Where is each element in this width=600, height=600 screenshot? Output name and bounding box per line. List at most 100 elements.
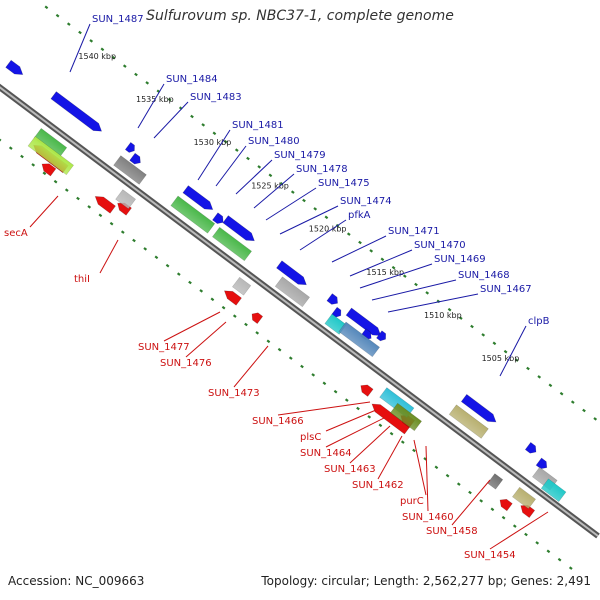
gene-label-reverse[interactable]: SUN_1473: [208, 388, 260, 399]
tick-dot: [447, 307, 452, 312]
tick-dot: [89, 39, 94, 43]
forward-gene-arrow[interactable]: [276, 260, 310, 289]
reverse-gene-arrow[interactable]: [93, 193, 116, 214]
gene-label-forward[interactable]: SUN_1470: [414, 240, 466, 251]
gene-label-forward[interactable]: SUN_1481: [232, 120, 284, 131]
gene-label-forward[interactable]: SUN_1471: [388, 226, 440, 237]
gene-label-reverse[interactable]: SUN_1466: [252, 416, 304, 427]
gene-label-reverse[interactable]: plsC: [300, 432, 321, 443]
tick-dot: [537, 375, 542, 379]
tick-dot: [234, 148, 239, 152]
forward-gene-arrow[interactable]: [460, 393, 498, 425]
reverse-gene-arrow[interactable]: [39, 160, 57, 177]
label-leader: [69, 23, 91, 73]
forward-gene-arrow[interactable]: [182, 185, 216, 214]
label-leader: [325, 409, 377, 432]
forward-gene-arrow[interactable]: [524, 441, 538, 455]
forward-gene-arrow[interactable]: [222, 215, 257, 245]
label-leader: [387, 293, 479, 313]
gene-label-reverse[interactable]: secA: [4, 228, 28, 239]
label-leader: [451, 479, 491, 526]
tick-label: 1530 kbp: [194, 138, 232, 147]
tick-dot: [490, 507, 495, 512]
gene-label-reverse[interactable]: SUN_1462: [352, 480, 404, 491]
gene-label-forward[interactable]: SUN_1478: [296, 164, 348, 175]
label-leader: [279, 205, 339, 235]
tick-dot: [470, 324, 474, 329]
tick-dot: [111, 55, 116, 60]
forward-gene-arrow[interactable]: [376, 330, 389, 343]
forward-gene-arrow[interactable]: [535, 457, 549, 471]
gene-label-forward[interactable]: SUN_1479: [274, 150, 326, 161]
forward-gene-arrow[interactable]: [326, 293, 340, 307]
gene-label-reverse[interactable]: purC: [400, 496, 424, 507]
tick-dot: [55, 13, 60, 18]
tick-dot: [66, 22, 71, 26]
tick-dot: [311, 373, 316, 377]
tick-dot: [288, 356, 293, 360]
tick-dot: [380, 257, 385, 262]
reverse-gene-arrow[interactable]: [497, 496, 513, 512]
reverse-gene-arrow[interactable]: [222, 287, 242, 306]
tick-dot: [31, 163, 36, 167]
tick-dot: [165, 263, 170, 268]
backbone-highlight: [0, 86, 599, 537]
feature-bar: [338, 321, 380, 358]
tick-dot: [244, 322, 248, 327]
label-leader: [235, 159, 273, 195]
gene-label-reverse[interactable]: SUN_1477: [138, 342, 190, 353]
gene-label-reverse[interactable]: SUN_1464: [300, 448, 352, 459]
gene-label-forward[interactable]: SUN_1468: [458, 270, 510, 281]
tick-dot: [76, 196, 80, 201]
tick-dot: [391, 265, 396, 270]
forward-gene-arrow[interactable]: [124, 141, 137, 154]
tick-dot: [44, 5, 49, 10]
label-leader: [489, 511, 549, 550]
tick-dot: [154, 255, 159, 260]
gene-label-reverse[interactable]: SUN_1458: [426, 526, 478, 537]
tick-dot: [344, 398, 349, 402]
gene-label-forward[interactable]: clpB: [528, 316, 550, 327]
tick-dot: [255, 331, 260, 335]
tick-label: 1510 kbp: [424, 311, 462, 320]
gene-label-reverse[interactable]: SUN_1476: [160, 358, 212, 369]
tick-dot: [557, 557, 562, 562]
feature-bar: [27, 136, 74, 176]
forward-gene-arrow[interactable]: [331, 306, 344, 319]
forward-gene-arrow[interactable]: [50, 91, 104, 135]
gene-label-forward[interactable]: SUN_1484: [166, 74, 218, 85]
tick-dot: [526, 366, 530, 371]
label-leader: [29, 195, 59, 228]
tick-dot: [98, 213, 103, 218]
gene-label-reverse[interactable]: SUN_1454: [464, 550, 516, 561]
gene-label-forward[interactable]: SUN_1487: [92, 14, 144, 25]
gene-label-reverse[interactable]: thiI: [74, 274, 90, 285]
forward-gene-arrow[interactable]: [129, 152, 143, 166]
gene-label-reverse[interactable]: SUN_1460: [402, 512, 454, 523]
tick-dot: [223, 139, 228, 144]
tick-label: 1525 kbp: [251, 181, 289, 190]
tick-dot: [277, 347, 282, 352]
page-title: Sulfurovum sp. NBC37-1, complete genome: [146, 8, 454, 24]
gene-label-forward[interactable]: SUN_1475: [318, 178, 370, 189]
forward-gene-arrow[interactable]: [345, 307, 383, 339]
gene-label-forward[interactable]: SUN_1480: [248, 136, 300, 147]
gene-label-forward[interactable]: SUN_1469: [434, 254, 486, 265]
reverse-gene-arrow[interactable]: [358, 382, 374, 397]
tick-dot: [257, 165, 262, 169]
forward-gene-arrow[interactable]: [212, 212, 226, 226]
gene-label-forward[interactable]: SUN_1467: [480, 284, 532, 295]
tick-label: 1540 kbp: [78, 52, 116, 61]
gene-label-forward[interactable]: SUN_1483: [190, 92, 242, 103]
tick-dot: [221, 305, 226, 310]
label-leader: [277, 401, 371, 416]
gene-label-forward[interactable]: SUN_1474: [340, 196, 392, 207]
label-leader: [197, 129, 231, 181]
reverse-gene-arrow[interactable]: [518, 502, 536, 519]
forward-gene-arrow[interactable]: [5, 59, 26, 78]
gene-label-forward[interactable]: pfkA: [348, 210, 371, 221]
label-leader: [349, 249, 413, 277]
gene-label-reverse[interactable]: SUN_1463: [324, 464, 376, 475]
reverse-gene-arrow[interactable]: [249, 310, 264, 325]
feature-bar: [212, 226, 252, 262]
